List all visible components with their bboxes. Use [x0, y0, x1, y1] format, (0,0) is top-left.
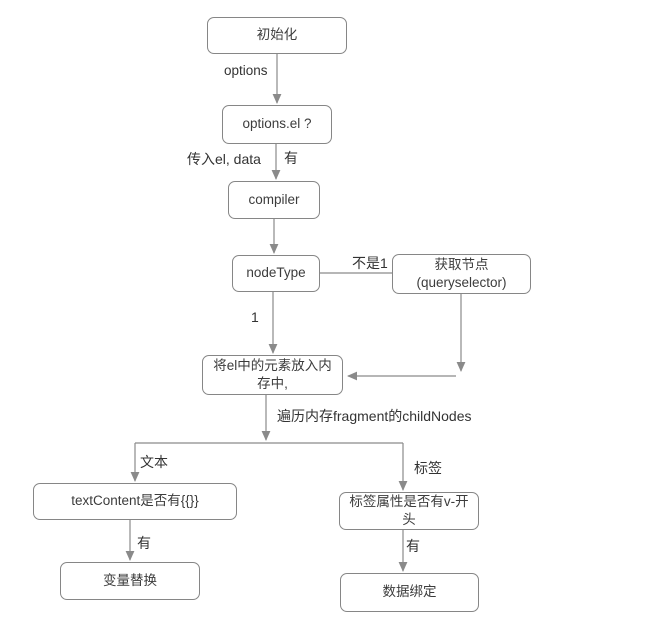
- node-memory: 将el中的元素放入内存中,: [202, 355, 343, 395]
- edge-label-has-mustache: 有: [137, 535, 151, 551]
- edge-label-options: options: [224, 63, 268, 78]
- node-init: 初始化: [207, 17, 347, 54]
- edge-label-tag: 标签: [414, 460, 442, 476]
- node-data-binding: 数据绑定: [340, 573, 479, 612]
- node-options-el: options.el ?: [222, 105, 332, 144]
- edge-label-text: 文本: [140, 454, 168, 470]
- node-tag-attr-check: 标签属性是否有v-开头: [339, 492, 479, 530]
- node-get-node: 获取节点 (queryselector): [392, 254, 531, 294]
- node-nodetype: nodeType: [232, 255, 320, 292]
- node-textcontent-check: textContent是否有{{}}: [33, 483, 237, 520]
- edge-label-traverse-childnodes: 遍历内存fragment的childNodes: [277, 408, 472, 424]
- edge-label-pass-el-data: 传入el, data: [187, 151, 261, 167]
- node-compiler: compiler: [228, 181, 320, 219]
- edge-label-has-v: 有: [406, 538, 420, 554]
- edge-label-not-1: 不是1: [352, 255, 388, 271]
- edge-label-is-1: 1: [251, 309, 259, 325]
- edge-label-has-el: 有: [284, 150, 298, 166]
- node-variable-replace: 变量替换: [60, 562, 200, 600]
